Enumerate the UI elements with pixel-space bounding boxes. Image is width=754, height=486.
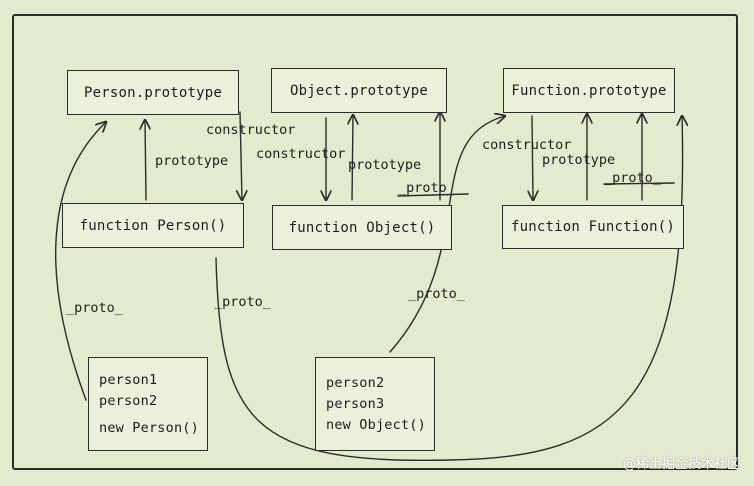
arrow-object-prototype xyxy=(352,115,353,201)
label-proto-person-func: _proto_ xyxy=(214,294,271,310)
label-proto-left: _proto_ xyxy=(66,300,123,316)
box-person-prototype: Person.prototype xyxy=(67,70,239,115)
label-proto-mid: _proto_ xyxy=(408,286,465,302)
box-function-person: function Person() xyxy=(62,203,244,248)
label-prototype-function: prototype xyxy=(542,152,616,168)
box-instances-left: person1 person2 new Person() xyxy=(88,357,208,451)
arrow-person-prototype xyxy=(145,120,146,201)
instance-left-1: person1 xyxy=(99,371,158,388)
label-prototype-object: prototype xyxy=(348,157,422,173)
label-constructor-object: constructor xyxy=(256,146,346,162)
box-function-object: function Object() xyxy=(272,205,452,250)
box-instances-mid: person2 person3 new Object() xyxy=(315,357,435,451)
box-function-prototype: Function.prototype xyxy=(503,68,675,113)
instance-left-2: person2 xyxy=(99,392,158,409)
arrow-instance-proto-left xyxy=(55,122,106,401)
instance-mid-2: person3 xyxy=(326,395,385,412)
diagram-frame xyxy=(12,14,738,470)
arrow-function-constructor xyxy=(532,115,533,200)
box-function-function: function Function() xyxy=(502,205,684,249)
label-proto-object: _proto_ xyxy=(398,180,455,196)
label-proto-function: _proto_ xyxy=(604,170,661,186)
label-constructor-person: constructor xyxy=(206,122,296,138)
instance-left-3: new Person() xyxy=(99,419,199,436)
arrow-instance-proto-mid xyxy=(389,116,505,353)
arrow-person-func-proto xyxy=(215,116,683,462)
box-object-prototype: Object.prototype xyxy=(271,68,447,113)
label-constructor-function: constructor xyxy=(482,137,572,153)
label-prototype-person: prototype xyxy=(155,153,229,169)
instance-mid-1: person2 xyxy=(326,374,385,391)
instance-mid-3: new Object() xyxy=(326,416,426,433)
arrow-person-constructor xyxy=(240,111,242,200)
watermark: @稀土掘金技术社区 xyxy=(622,457,740,472)
